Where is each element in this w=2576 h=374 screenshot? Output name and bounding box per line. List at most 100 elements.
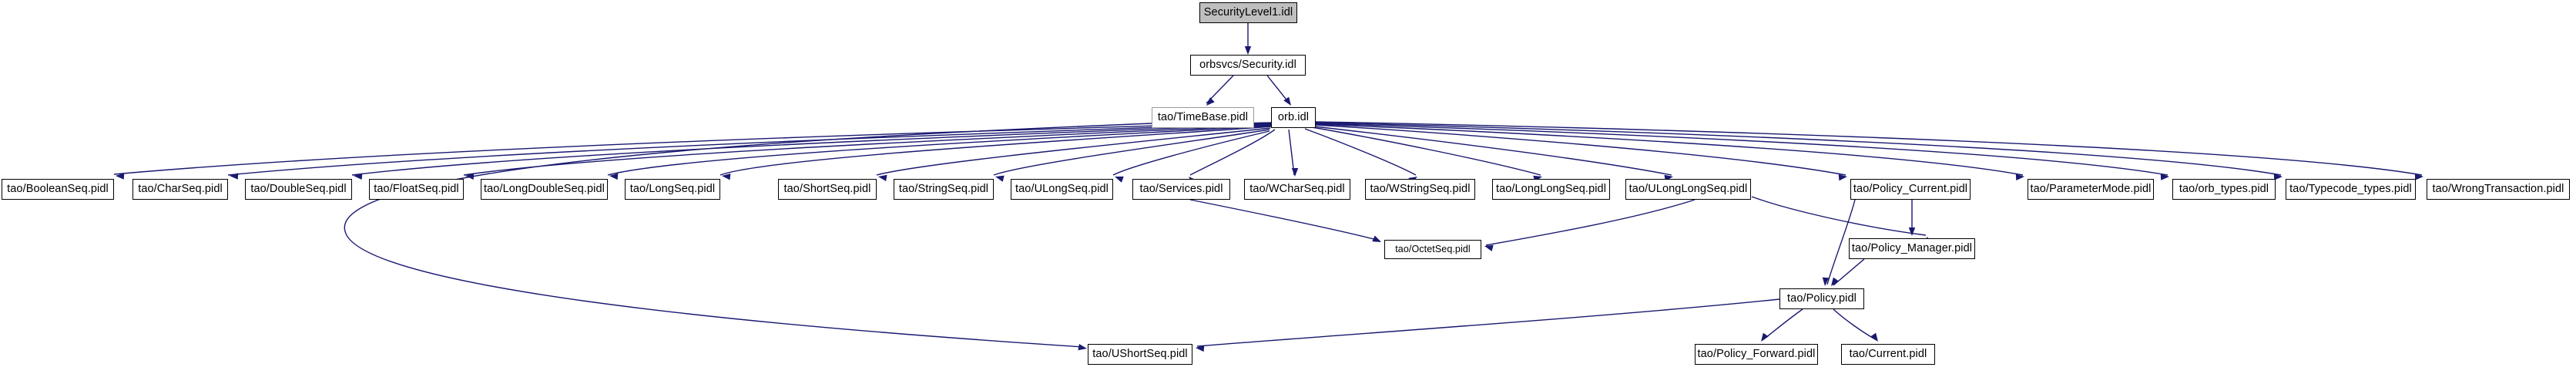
graph-edge xyxy=(1315,122,2282,176)
graph-edge xyxy=(1315,123,2168,176)
graph-edge xyxy=(1315,123,2024,176)
graph-node-ushortseq[interactable]: tao/UShortSeq.pidl xyxy=(1088,344,1192,365)
graph-node-label: tao/Typecode_types.pidl xyxy=(2289,183,2412,196)
graph-edge xyxy=(876,127,1271,176)
graph-node-label: tao/WStringSeq.pidl xyxy=(1370,183,1471,196)
graph-edge xyxy=(1315,124,1846,176)
graph-node-label: tao/CharSeq.pidl xyxy=(138,183,223,196)
graph-node-label: tao/OctetSeq.pidl xyxy=(1395,244,1471,255)
graph-node-doubleseq[interactable]: tao/DoubleSeq.pidl xyxy=(245,179,352,200)
edge-arrowhead xyxy=(1206,97,1215,106)
graph-node-label: tao/Services.pidl xyxy=(1139,183,1223,196)
graph-node-floatseq[interactable]: tao/FloatSeq.pidl xyxy=(369,179,464,200)
graph-edge xyxy=(463,124,1272,176)
graph-edge xyxy=(113,122,1272,175)
graph-edge xyxy=(1833,308,1877,341)
graph-node-label: tao/ULongSeq.pidl xyxy=(1015,183,1109,196)
graph-edge xyxy=(993,129,1270,176)
graph-edge xyxy=(1196,298,1780,347)
edge-arrowhead xyxy=(1831,277,1839,286)
graph-edge xyxy=(344,123,1152,348)
edge-arrowhead xyxy=(1761,332,1769,342)
graph-node-orb_idl[interactable]: orb.idl xyxy=(1271,107,1316,128)
edge-arrowhead xyxy=(995,175,1005,182)
graph-node-typecode_types[interactable]: tao/Typecode_types.pidl xyxy=(2286,179,2416,200)
graph-edge xyxy=(1112,130,1270,176)
graph-edge xyxy=(1826,199,1856,285)
graph-node-label: tao/Current.pidl xyxy=(1849,348,1927,361)
graph-node-wrongtransaction[interactable]: tao/WrongTransaction.pidl xyxy=(2427,179,2570,200)
graph-node-orbsvcs_security[interactable]: orbsvcs/Security.idl xyxy=(1190,55,1306,76)
edge-arrowhead xyxy=(722,173,731,180)
graph-edge xyxy=(1266,75,1290,103)
graph-node-label: tao/WCharSeq.pidl xyxy=(1249,183,1345,196)
graph-node-policy_current[interactable]: tao/Policy_Current.pidl xyxy=(1850,179,1971,200)
graph-node-label: tao/WrongTransaction.pidl xyxy=(2432,183,2564,196)
graph-node-label: tao/UShortSeq.pidl xyxy=(1092,348,1188,361)
edge-arrowhead xyxy=(1822,277,1830,286)
graph-node-octetseq[interactable]: tao/OctetSeq.pidl xyxy=(1384,240,1481,259)
graph-node-policy[interactable]: tao/Policy.pidl xyxy=(1779,288,1864,309)
graph-edge xyxy=(1189,129,1276,176)
edge-arrowhead xyxy=(1372,235,1381,242)
graph-node-label: tao/DoubleSeq.pidl xyxy=(250,183,347,196)
edge-arrowhead xyxy=(1484,244,1494,251)
graph-node-label: orbsvcs/Security.idl xyxy=(1199,59,1296,72)
graph-node-label: tao/ShortSeq.pidl xyxy=(783,183,871,196)
graph-node-label: tao/TimeBase.pidl xyxy=(1157,111,1249,124)
graph-edge xyxy=(1189,199,1380,241)
graph-node-stringseq[interactable]: tao/StringSeq.pidl xyxy=(894,179,994,200)
graph-node-ulonglongseq[interactable]: tao/ULongLongSeq.pidl xyxy=(1625,179,1751,200)
edge-arrowhead xyxy=(1291,168,1299,177)
graph-node-label: tao/FloatSeq.pidl xyxy=(374,183,459,196)
graph-node-booleanseq[interactable]: tao/BooleanSeq.pidl xyxy=(2,179,114,200)
graph-edge xyxy=(607,125,1272,176)
edge-arrowhead xyxy=(116,173,125,180)
graph-node-policy_forward[interactable]: tao/Policy_Forward.pidl xyxy=(1695,344,1818,365)
graph-node-longdoubleseq[interactable]: tao/LongDoubleSeq.pidl xyxy=(481,179,608,200)
edge-arrowhead xyxy=(354,173,363,180)
graph-node-shortseq[interactable]: tao/ShortSeq.pidl xyxy=(778,179,877,200)
graph-edge xyxy=(227,123,1272,176)
graph-edge xyxy=(1485,199,1696,246)
edge-arrowhead xyxy=(1244,46,1252,55)
edge-arrowhead xyxy=(1870,332,1878,342)
graph-node-label: tao/LongSeq.pidl xyxy=(629,183,716,196)
graph-node-ulongseq[interactable]: tao/ULongSeq.pidl xyxy=(1011,179,1113,200)
graph-node-tao_timebase[interactable]: tao/TimeBase.pidl xyxy=(1152,107,1254,128)
graph-node-label: tao/orb_types.pidl xyxy=(2179,183,2269,196)
graph-node-orb_types[interactable]: tao/orb_types.pidl xyxy=(2172,179,2276,200)
edge-arrowhead xyxy=(1078,343,1087,351)
graph-edge xyxy=(1313,126,1672,176)
graph-edge xyxy=(1762,308,1803,341)
edge-arrowhead xyxy=(1908,227,1916,236)
edge-arrowhead xyxy=(609,173,619,180)
graph-node-label: tao/Policy_Manager.pidl xyxy=(1851,242,1973,255)
graph-node-wcharseq[interactable]: tao/WCharSeq.pidl xyxy=(1244,179,1350,200)
graph-node-charseq[interactable]: tao/CharSeq.pidl xyxy=(132,179,228,200)
graph-edge xyxy=(1304,128,1417,176)
edge-arrowhead xyxy=(2015,174,2024,180)
graph-node-current[interactable]: tao/Current.pidl xyxy=(1841,344,1935,365)
graph-node-policy_manager[interactable]: tao/Policy_Manager.pidl xyxy=(1849,238,1975,259)
graph-node-parametermode[interactable]: tao/ParameterMode.pidl xyxy=(2028,179,2154,200)
edge-arrowhead xyxy=(2160,174,2169,180)
graph-node-services[interactable]: tao/Services.pidl xyxy=(1132,179,1230,200)
graph-edge xyxy=(719,126,1272,176)
graph-node-label: tao/Policy.pidl xyxy=(1787,292,1857,305)
edge-arrowhead xyxy=(465,173,475,180)
graph-node-label: tao/LongDoubleSeq.pidl xyxy=(484,183,605,196)
graph-node-wstringseq[interactable]: tao/WStringSeq.pidl xyxy=(1365,179,1475,200)
edge-arrowhead xyxy=(1838,174,1847,181)
edge-arrowhead xyxy=(1115,176,1124,183)
graph-edge xyxy=(1315,121,2423,176)
graph-node-longseq[interactable]: tao/LongSeq.pidl xyxy=(625,179,720,200)
graph-node-securitylevel1[interactable]: SecurityLevel1.idl xyxy=(1199,2,1297,23)
graph-node-label: tao/Policy_Current.pidl xyxy=(1853,183,1968,196)
graph-node-longlongseq[interactable]: tao/LongLongSeq.pidl xyxy=(1492,179,1610,200)
edge-arrowhead xyxy=(1283,96,1291,106)
graph-node-label: SecurityLevel1.idl xyxy=(1203,6,1293,19)
graph-node-label: tao/LongLongSeq.pidl xyxy=(1495,183,1607,196)
graph-node-label: tao/BooleanSeq.pidl xyxy=(7,183,109,196)
